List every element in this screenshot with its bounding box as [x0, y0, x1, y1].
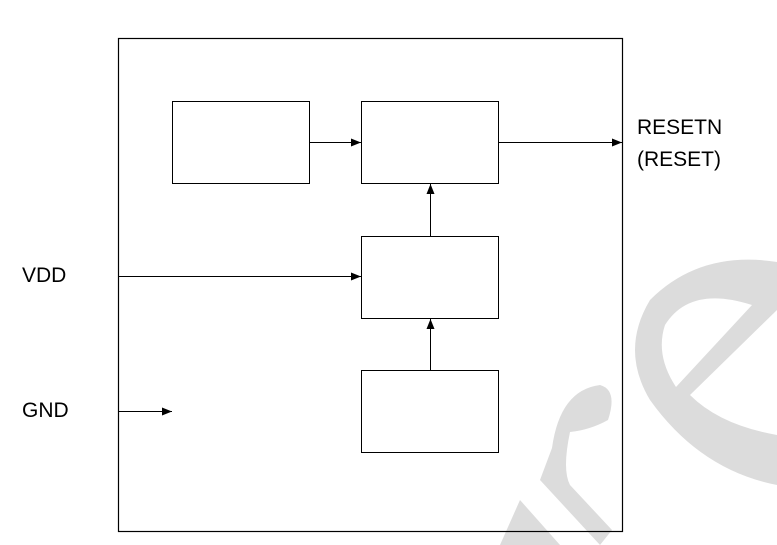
label-reset: (RESET)	[637, 148, 721, 171]
watermark-r	[500, 385, 612, 545]
label-gnd: GND	[22, 399, 69, 422]
watermark	[500, 259, 777, 545]
block-4	[361, 370, 499, 453]
block-3	[361, 236, 499, 319]
block-2	[361, 101, 499, 184]
watermark-e	[635, 259, 777, 485]
label-resetn: RESETN	[637, 116, 723, 139]
label-vdd: VDD	[22, 264, 67, 287]
block-1	[172, 101, 310, 184]
outer-chip-boundary	[117, 37, 624, 533]
